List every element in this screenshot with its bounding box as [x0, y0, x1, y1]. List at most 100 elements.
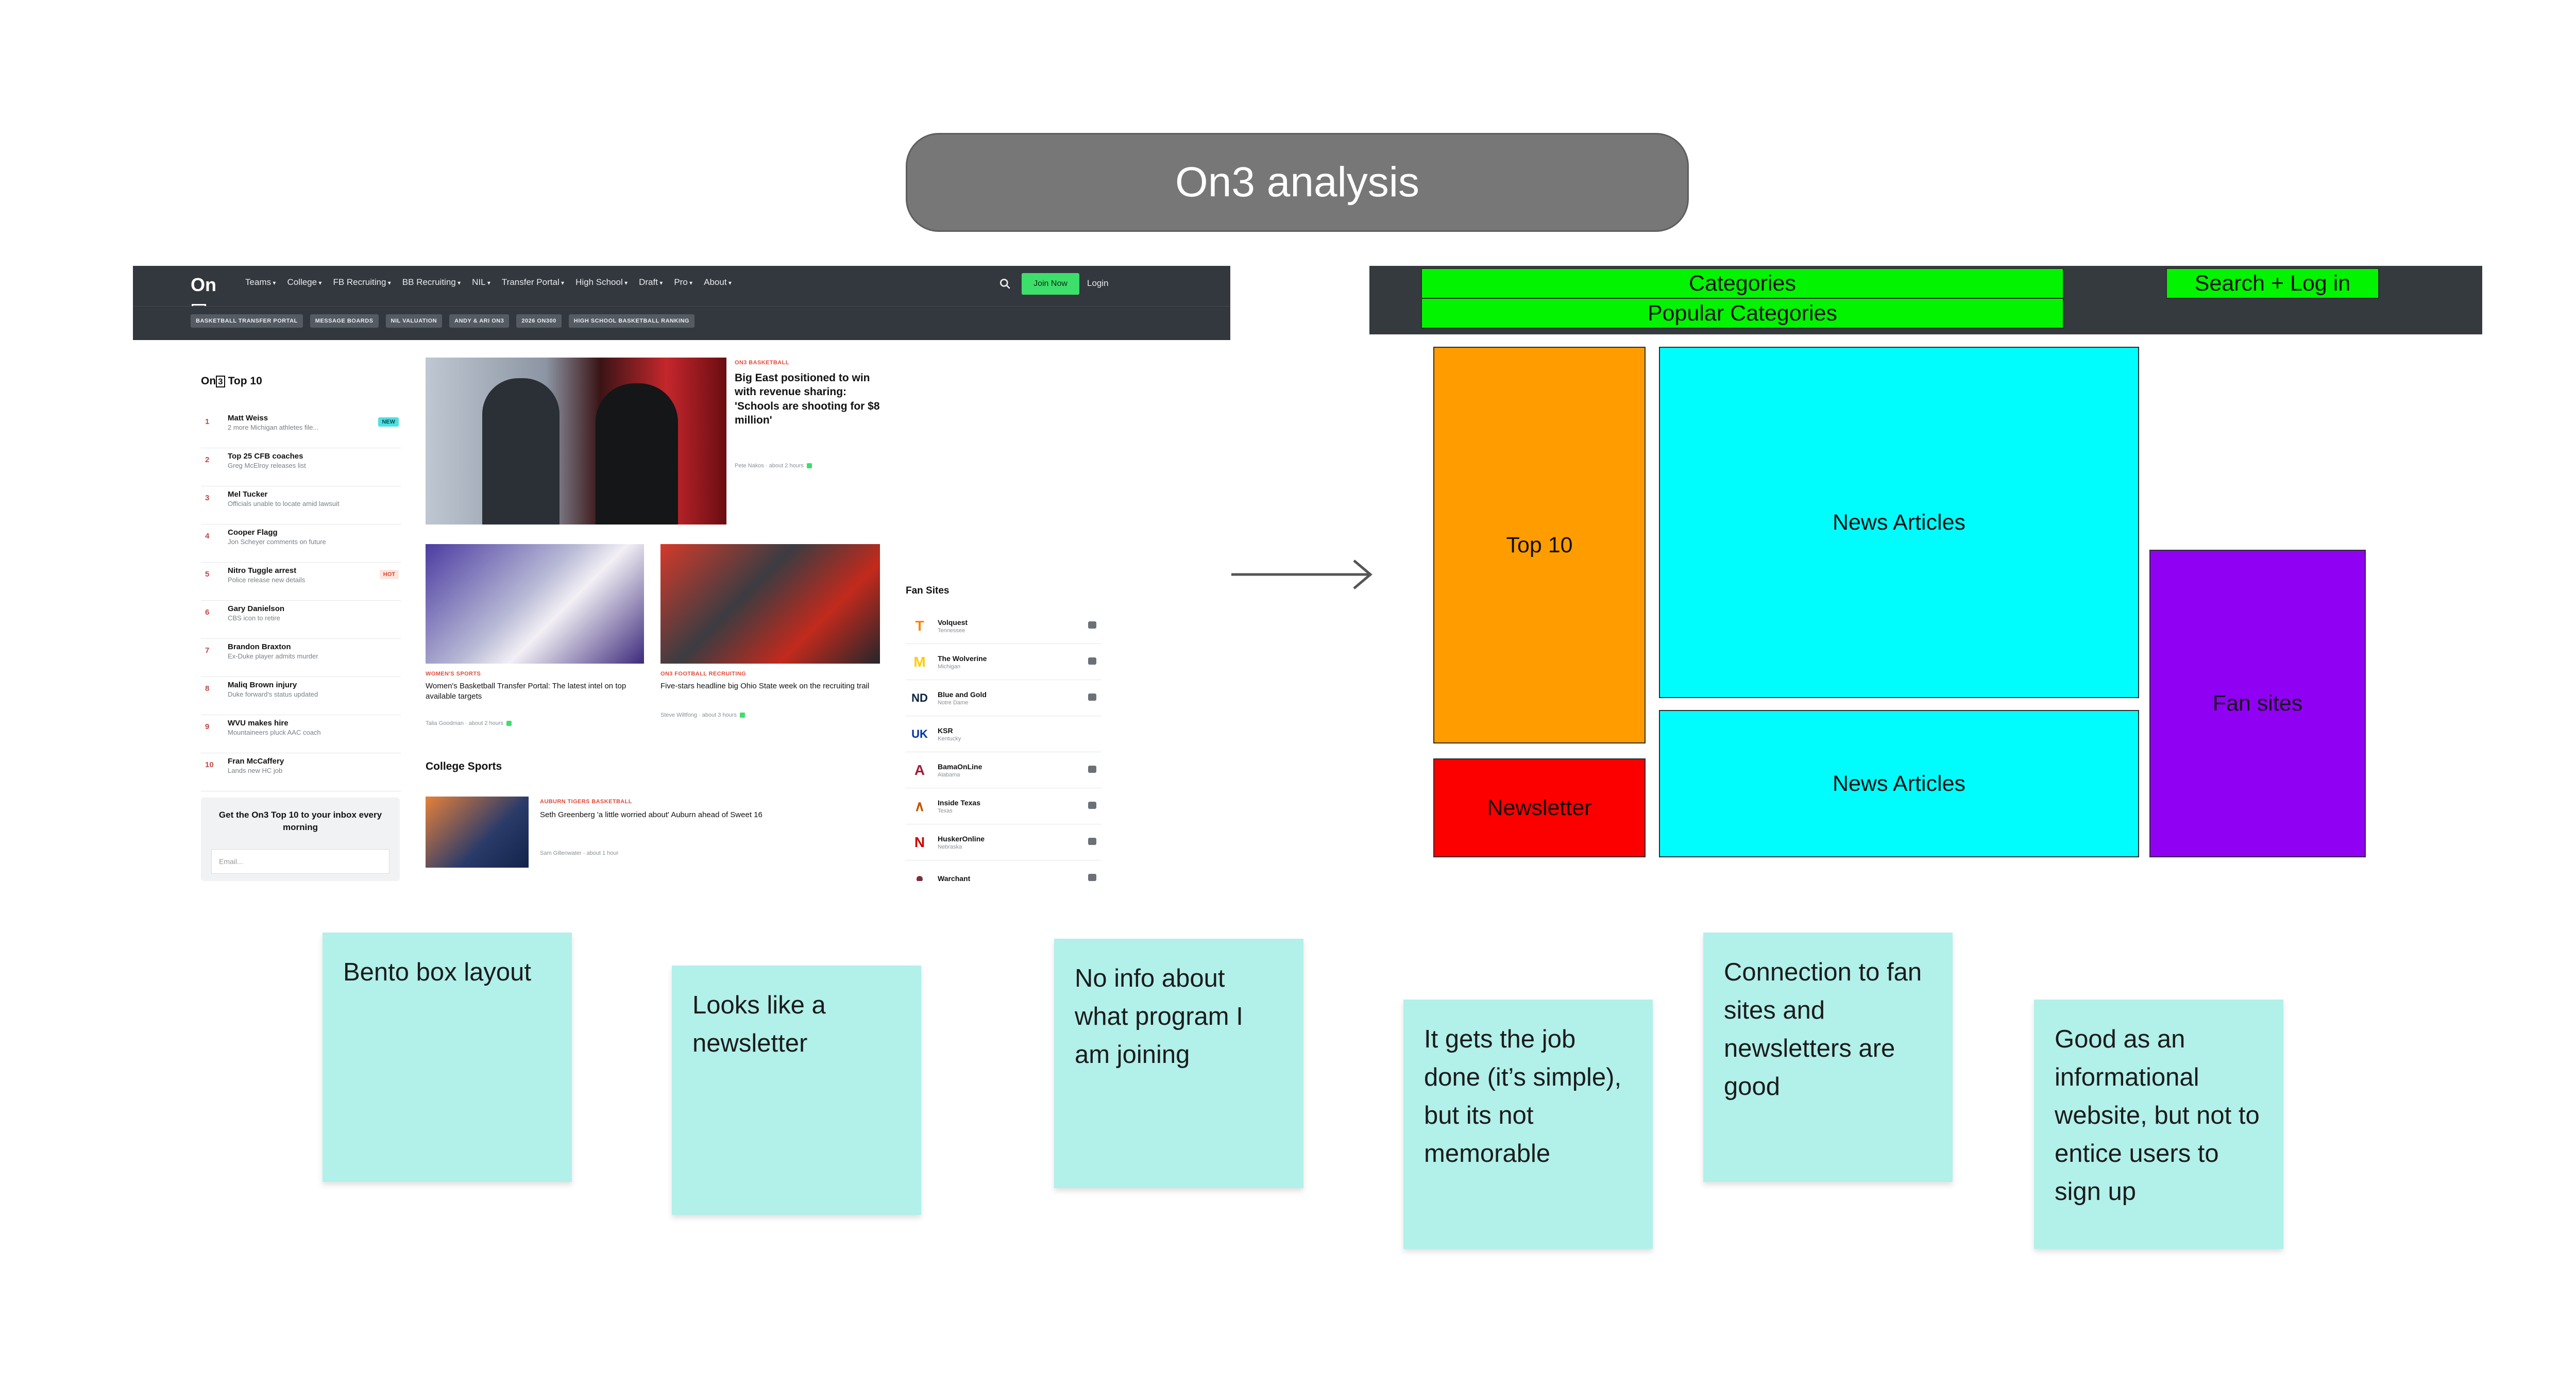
article-image[interactable] — [426, 544, 644, 664]
article-image[interactable] — [426, 797, 529, 868]
on3-logo[interactable]: On3 — [191, 271, 228, 325]
sticky-note: No info about what program I am joining — [1054, 939, 1303, 1188]
pill-category[interactable]: NIL VALUATION — [385, 314, 443, 328]
pill-category[interactable]: BASKETBALL TRANSFER PORTAL — [191, 314, 303, 328]
article-headline[interactable]: Five-stars headline big Ohio State week … — [660, 682, 870, 690]
team-logo-icon: ● — [915, 870, 924, 882]
article-headline[interactable]: Seth Greenberg 'a little worried about' … — [540, 810, 762, 819]
team-logo-icon: A — [914, 762, 925, 778]
wireframe-news-articles-primary: News Articles — [1659, 347, 2139, 698]
article-kicker: ON3 BASKETBALL — [735, 360, 789, 366]
newsletter-signup: Get the On3 Top 10 to your inbox every m… — [201, 798, 400, 881]
nav-high-school[interactable]: High School — [575, 277, 628, 287]
fan-sites-heading: Fan Sites — [906, 585, 950, 596]
page-title: On3 analysis — [906, 133, 1689, 232]
wireframe-fan-sites: Fan sites — [2149, 550, 2366, 857]
article-byline: Talia Goodman · about 2 hours — [426, 720, 512, 726]
wireframe-top10: Top 10 — [1433, 347, 1646, 743]
article-image[interactable] — [660, 544, 880, 664]
chat-icon[interactable] — [1088, 874, 1096, 881]
nav-fb-recruiting[interactable]: FB Recruiting — [333, 277, 391, 287]
premium-lock-icon — [739, 713, 745, 718]
nav-pro[interactable]: Pro — [674, 277, 692, 287]
team-logo-icon: N — [914, 834, 925, 850]
premium-lock-icon — [806, 463, 812, 469]
nav-college[interactable]: College — [287, 277, 321, 287]
sticky-note: Bento box layout — [323, 933, 572, 1182]
join-now-button[interactable]: Join Now — [1022, 273, 1079, 295]
sticky-note: Connection to fan sites and newsletters … — [1703, 933, 1953, 1182]
nav-transfer-portal[interactable]: Transfer Portal — [502, 277, 564, 287]
sticky-note: Good as an informational website, but no… — [2034, 1000, 2283, 1249]
sticky-note: It gets the job done (it’s simple), but … — [1403, 1000, 1653, 1249]
arrow-right-icon — [1231, 560, 1372, 589]
search-icon[interactable] — [998, 277, 1012, 291]
article-byline: Sam Gillenwater · about 1 hour — [540, 850, 619, 856]
nav-bb-recruiting[interactable]: BB Recruiting — [402, 277, 461, 287]
team-logo-icon: T — [915, 617, 924, 634]
article-image[interactable] — [426, 358, 726, 525]
popular-category-pills: BASKETBALL TRANSFER PORTAL MESSAGE BOARD… — [191, 314, 694, 328]
chat-icon[interactable] — [1088, 657, 1096, 665]
email-field[interactable]: Email... — [211, 849, 389, 874]
pill-category[interactable]: ANDY & ARI ON3 — [449, 314, 510, 328]
login-link[interactable]: Login — [1087, 278, 1109, 288]
on3-homepage-screenshot: On3 Teams College FB Recruiting BB Recru… — [133, 266, 1230, 881]
wireframe-popular-categories: Popular Categories — [1421, 298, 2064, 329]
article-headline[interactable]: Big East positioned to win with revenue … — [735, 372, 880, 426]
college-sports-heading: College Sports — [426, 760, 502, 772]
article-kicker: AUBURN TIGERS BASKETBALL — [540, 799, 632, 805]
pill-category[interactable]: MESSAGE BOARDS — [310, 314, 379, 328]
premium-lock-icon — [506, 721, 512, 726]
fan-site-item[interactable]: ●Warchant — [906, 860, 1101, 881]
article-byline: Steve Wiltfong · about 3 hours — [660, 712, 745, 718]
article-byline: Pete Nakos · about 2 hours — [735, 463, 812, 469]
nav-about[interactable]: About — [704, 277, 732, 287]
chat-icon[interactable] — [1088, 766, 1096, 773]
new-badge: NEW — [378, 417, 399, 427]
wireframe-news-articles-secondary: News Articles — [1659, 710, 2139, 857]
nav-draft[interactable]: Draft — [639, 277, 663, 287]
chat-icon[interactable] — [1088, 838, 1096, 845]
article-headline[interactable]: Women's Basketball Transfer Portal: The … — [426, 682, 626, 701]
chat-icon[interactable] — [1088, 693, 1096, 701]
team-logo-icon: M — [913, 653, 926, 670]
chat-icon[interactable] — [1088, 802, 1096, 809]
team-logo-icon: UK — [911, 727, 928, 740]
chat-icon[interactable] — [1088, 621, 1096, 629]
wireframe-search-login: Search + Log in — [2166, 268, 2379, 299]
team-logo-icon: ND — [911, 691, 928, 704]
pill-category[interactable]: HIGH SCHOOL BASKETBALL RANKING — [568, 314, 694, 328]
wireframe-categories: Categories — [1421, 268, 2064, 299]
newsletter-title: Get the On3 Top 10 to your inbox every m… — [218, 810, 382, 832]
wireframe-newsletter: Newsletter — [1433, 758, 1646, 857]
team-logo-icon: ∧ — [914, 798, 925, 814]
article-kicker: WOMEN'S SPORTS — [426, 671, 481, 677]
nav-nil[interactable]: NIL — [472, 277, 490, 287]
pill-category[interactable]: 2026 ON300 — [516, 314, 562, 328]
hot-badge: HOT — [379, 570, 399, 579]
main-nav: Teams College FB Recruiting BB Recruitin… — [245, 277, 732, 287]
site-header: On3 Teams College FB Recruiting BB Recru… — [133, 266, 1230, 325]
nav-teams[interactable]: Teams — [245, 277, 276, 287]
